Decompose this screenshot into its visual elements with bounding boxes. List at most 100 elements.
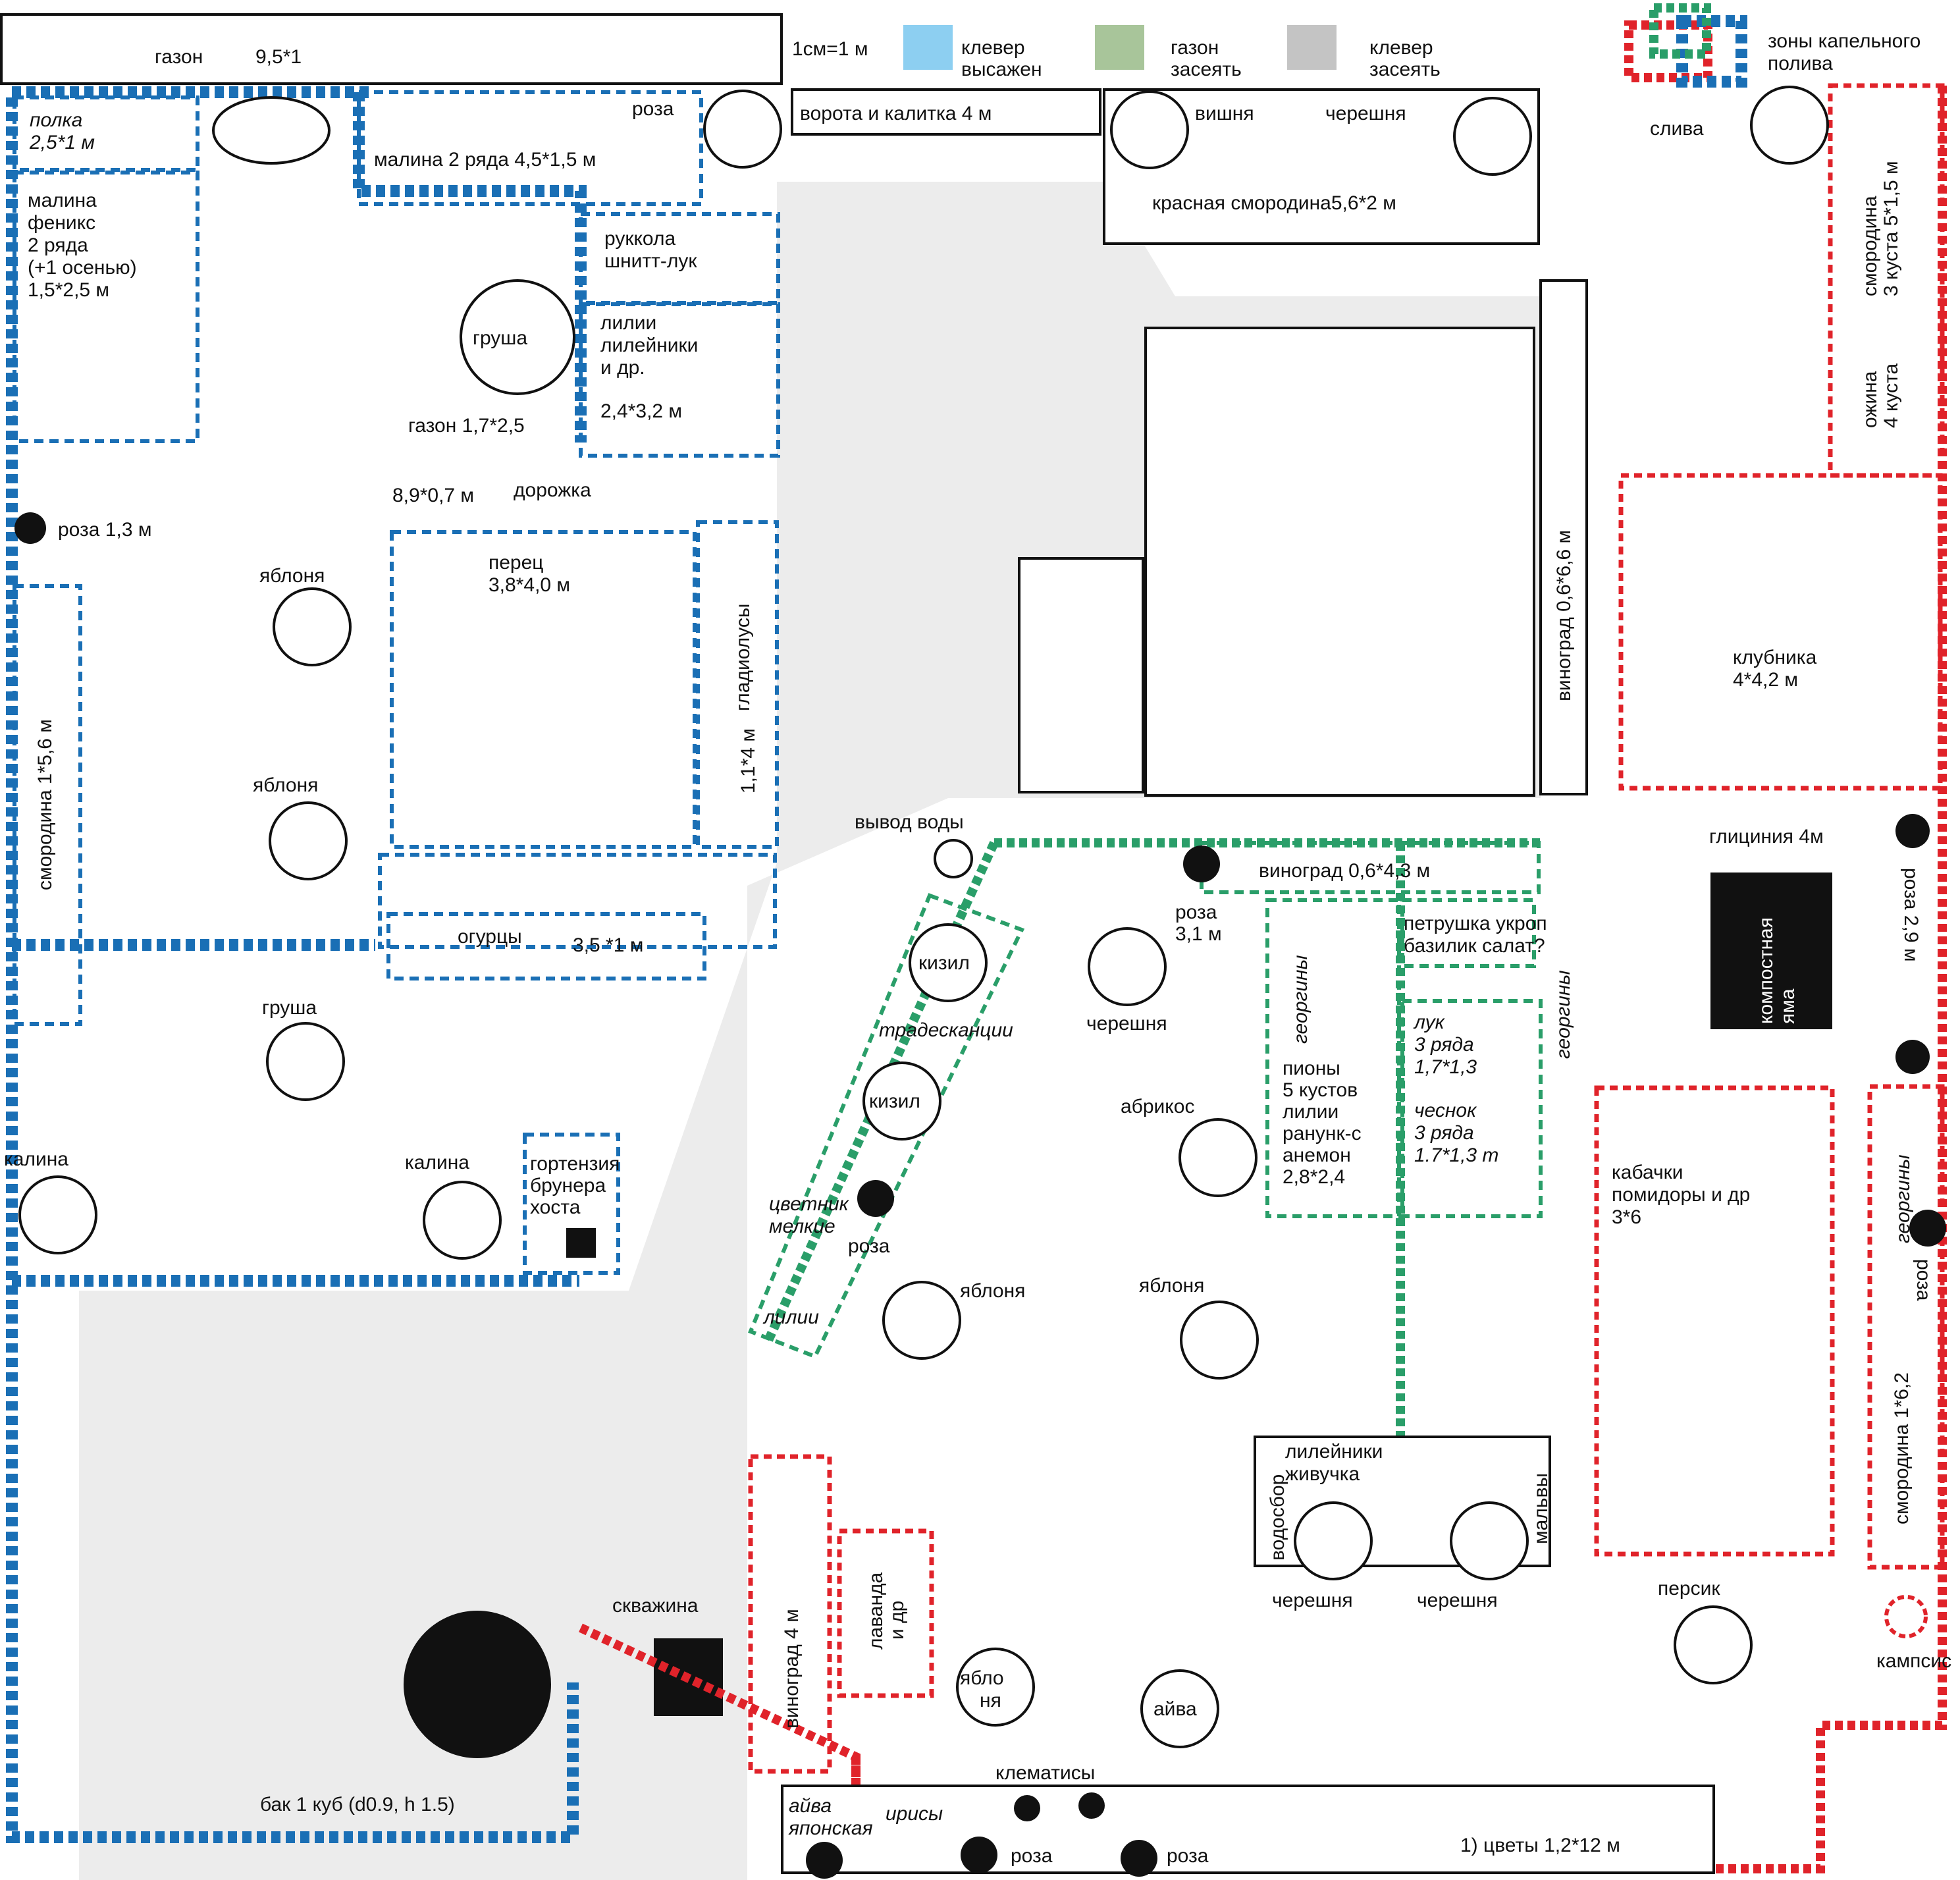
tree-pear-1 — [460, 279, 575, 395]
tank-label: бак 1 куб (d0.9, h 1.5) — [260, 1794, 455, 1815]
japanese-quince-dot — [806, 1842, 843, 1879]
rose-2-9-label: роза 2,9 м — [1900, 868, 1922, 961]
rose-b1-label: роза — [1011, 1845, 1053, 1867]
sweet-cherry-top-label: черешня — [1325, 103, 1406, 124]
garlic-label-1: чеснок — [1414, 1100, 1477, 1121]
gladiolus-label: гладиолусы — [732, 604, 754, 712]
house-main — [1144, 327, 1535, 797]
apple-4-label: яблоня — [1139, 1275, 1204, 1297]
rose-b2-label: роза — [1167, 1845, 1209, 1867]
onion-label-2: 3 ряда — [1414, 1034, 1474, 1056]
rukkola-label-1: руккола — [604, 228, 675, 250]
drip-legend-icon — [1624, 3, 1747, 88]
tree-peach — [1674, 1605, 1753, 1684]
viburnum-2-label: калина — [405, 1152, 469, 1173]
pear-1-label: груша — [473, 327, 527, 349]
lilies-label-4: 2,4*3,2 м — [600, 400, 682, 422]
daylily-label-2: живучка — [1285, 1463, 1360, 1485]
rose-top-label: роза — [632, 98, 674, 120]
tree-plum — [1750, 86, 1829, 165]
legend-clover-planted-2: высажен — [961, 59, 1042, 80]
rose-1-3-label: роза 1,3 м — [58, 519, 151, 541]
legend-clover-sow-1: клевер — [1369, 37, 1433, 59]
peony-label-2: 5 кустов — [1283, 1079, 1358, 1101]
tree-sweet-cherry-top — [1453, 97, 1532, 176]
gates-box — [791, 88, 1101, 136]
tree-sweet-cherry-b1 — [1294, 1501, 1373, 1580]
scale-label: 1см=1 м — [792, 38, 868, 60]
flowers-label: 1) цветы 1,2*12 м — [1460, 1835, 1620, 1856]
tree-apple-3 — [882, 1281, 961, 1360]
rose-right-label: роза — [1913, 1259, 1934, 1301]
legend-swatch-clover-planted — [903, 25, 953, 70]
legend-lawn-sow-2: засеять — [1171, 59, 1242, 80]
rose-b1-dot — [961, 1837, 997, 1873]
blackberry-label-2: 4 куста — [1880, 363, 1902, 428]
blue-drip-raspberry — [353, 92, 587, 443]
pepper-label-2: 3,8*4,0 м — [489, 574, 570, 596]
rose-b2-dot — [1121, 1840, 1157, 1877]
campsis-label: кампсис — [1876, 1650, 1951, 1672]
rose-mid-dot — [857, 1180, 894, 1217]
grape-4-bed — [748, 1454, 832, 1774]
shelf-ellipse — [212, 96, 331, 165]
drip-legend-1: зоны капельного — [1768, 30, 1920, 52]
peony-label-1: пионы — [1283, 1058, 1340, 1079]
tree-pear-2 — [266, 1022, 345, 1101]
lawn-label: газон — [155, 46, 203, 68]
diagonal-flowerbed — [748, 893, 1025, 1359]
rukkola-label-2: шнитт-лук — [604, 250, 697, 272]
pepper-label-1: перец — [489, 552, 543, 574]
wisteria-dot — [1895, 814, 1930, 848]
rose-mid-label: роза — [848, 1235, 890, 1257]
blackberry-label-1: ожина — [1859, 371, 1881, 428]
tree-apple-2 — [269, 801, 348, 880]
water-outlet — [934, 839, 973, 878]
cucumber-size: 3,5 *1 м — [573, 934, 643, 956]
hortensia-marker — [566, 1228, 596, 1258]
apple-b-label-2: ня — [980, 1690, 1001, 1711]
grape-43-label: виноград 0,6*4,3 м — [1259, 860, 1430, 882]
compost-label-2: яма — [1777, 988, 1799, 1024]
dogwood-1-label: кизил — [918, 952, 970, 974]
dahlia-1-label: георгины — [1290, 955, 1311, 1044]
apple-2-label: яблоня — [253, 774, 318, 796]
pear-2-label: груша — [262, 997, 317, 1019]
drip-legend-2: полива — [1768, 53, 1833, 74]
raspberry-label: малина 2 ряда 4,5*1,5 м — [374, 149, 596, 171]
lawn-strip — [0, 13, 783, 85]
garlic-label-2: 3 ряда — [1414, 1122, 1474, 1144]
currant-right-label-2: 3 куста 5*1,5 м — [1880, 161, 1902, 296]
grape-66-bed — [1539, 279, 1588, 795]
onion-label-3: 1,7*1,3 — [1414, 1056, 1477, 1078]
cherry-label: вишня — [1195, 103, 1254, 124]
strawberry-label-1: клубника — [1733, 647, 1817, 668]
strawberry-label-2: 4*4,2 м — [1733, 669, 1798, 691]
flowerbed-label-2: мелкие — [769, 1216, 835, 1237]
pepper-bed — [390, 530, 697, 849]
peony-label-3: лилии — [1283, 1101, 1338, 1123]
gates-label: ворота и калитка 4 м — [800, 103, 992, 124]
tree-sweet-cherry-mid — [1088, 927, 1167, 1006]
zucchini-label-2: помидоры и др — [1612, 1184, 1750, 1206]
dogwood-2-label: кизил — [869, 1090, 920, 1112]
flowerbed-label-1: цветник — [769, 1193, 850, 1215]
grape-4-label: виноград 4 м — [781, 1609, 803, 1729]
raspberry-bed — [357, 90, 703, 206]
aquilegia-label: водосбор — [1267, 1474, 1288, 1561]
shelf-bed — [13, 95, 199, 172]
phoenix-label-1: малина — [28, 190, 97, 211]
hortensia-label-1: гортензия — [530, 1153, 620, 1175]
cucumber-label: огурцы — [458, 926, 522, 948]
tree-apple-1 — [273, 587, 352, 666]
tree-cherry-top-left — [1110, 90, 1189, 169]
rose-3-1-dot — [1183, 846, 1220, 882]
hortensia-label-3: хоста — [530, 1196, 581, 1218]
lilies-bed — [579, 302, 780, 458]
clematis-label: клематисы — [995, 1762, 1095, 1784]
blue-drip-main — [6, 86, 579, 1843]
tree-sweet-cherry-b2 — [1450, 1501, 1529, 1580]
legend-clover-sow-2: засеять — [1369, 59, 1441, 80]
viburnum-1-label: калина — [4, 1148, 68, 1170]
